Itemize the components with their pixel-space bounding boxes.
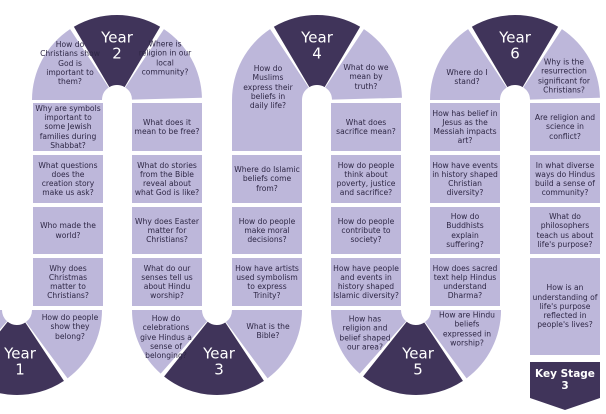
arc-segment bbox=[325, 29, 402, 100]
question-cell: How do people contribute to society? bbox=[331, 207, 401, 254]
question-cell: How have events in history shaped Christ… bbox=[430, 155, 500, 203]
arc-y2-left: How do Christians show God is important … bbox=[40, 39, 100, 86]
arc-segment bbox=[232, 29, 309, 100]
question-cell: How have people and events in history sh… bbox=[331, 258, 401, 306]
question-cell: Where do Islamic beliefs come from? bbox=[232, 155, 302, 203]
arc-segment bbox=[424, 310, 501, 379]
arc-segment bbox=[331, 310, 407, 374]
question-cell: How do people think about poverty, justi… bbox=[331, 155, 401, 203]
arc-y5-right: How are Hindu beliefs expressed in worsh… bbox=[439, 310, 495, 348]
year-2-segment bbox=[73, 15, 161, 88]
question-cell: What questions does the creation story m… bbox=[33, 155, 103, 203]
question-cell: In what diverse ways do Hindus build a s… bbox=[530, 155, 600, 203]
arc-segment bbox=[132, 310, 208, 374]
arc-y5-left: How has religion and belief shaped our a… bbox=[339, 314, 391, 352]
arc-y6-left: Where do I stand? bbox=[446, 67, 488, 86]
question-cell: Are religion and science in conflict? bbox=[530, 103, 600, 151]
arc-segment bbox=[430, 29, 507, 100]
question-cell: How have artists used symbolism to expre… bbox=[232, 258, 302, 306]
arc-segment bbox=[0, 310, 8, 330]
question-cell: Why are symbols important to some Jewish… bbox=[33, 103, 103, 151]
arc-y4-right: What do we mean by truth? bbox=[343, 63, 389, 91]
question-cell: How do Buddhists explain suffering? bbox=[430, 207, 500, 254]
arc-segment bbox=[523, 29, 600, 100]
question-cell: Who made the world? bbox=[33, 207, 103, 254]
question-cell: Why does Christmas matter to Christians? bbox=[33, 258, 103, 306]
question-cell: What do philosophers teach us about life… bbox=[530, 207, 600, 254]
question-cell: What do stories from the Bible reveal ab… bbox=[132, 155, 202, 203]
arc-y4-left: How do Muslims express their beliefs in … bbox=[243, 63, 293, 110]
year-3-segment bbox=[164, 321, 264, 396]
arc-segment bbox=[125, 29, 202, 100]
year-1-segment bbox=[0, 321, 64, 395]
arc-y1-right: How do people show they belong? bbox=[41, 313, 99, 341]
arc-segment bbox=[32, 29, 109, 100]
arc-y6-right: Why is the resurrection significant for … bbox=[537, 57, 591, 95]
year-5-segment bbox=[363, 321, 463, 395]
year-6-segment bbox=[471, 15, 559, 88]
arc-y2-right: Where is religion in our local community… bbox=[138, 39, 192, 77]
question-cell: How does sacred text help Hindus underst… bbox=[430, 258, 500, 306]
question-cell: What do our senses tell us about Hindu w… bbox=[132, 258, 202, 306]
year-4-segment bbox=[273, 15, 361, 88]
question-cell: How is an understanding of life's purpos… bbox=[530, 258, 600, 355]
question-cell: What does it mean to be free? bbox=[132, 103, 202, 151]
arc-segment bbox=[225, 310, 302, 379]
arc-extension bbox=[232, 100, 302, 151]
question-cell: How has belief in Jesus as the Messiah i… bbox=[430, 103, 500, 151]
question-cell: What does sacrifice mean? bbox=[331, 103, 401, 151]
arc-segment bbox=[25, 310, 103, 379]
arc-y3-left: How do celebrations give Hindus a sense … bbox=[140, 313, 192, 360]
arc-y3-right: What is the Bible? bbox=[246, 321, 290, 340]
question-cell: Why does Easter matter for Christians? bbox=[132, 207, 202, 254]
question-cell: How do people make moral decisions? bbox=[232, 207, 302, 254]
